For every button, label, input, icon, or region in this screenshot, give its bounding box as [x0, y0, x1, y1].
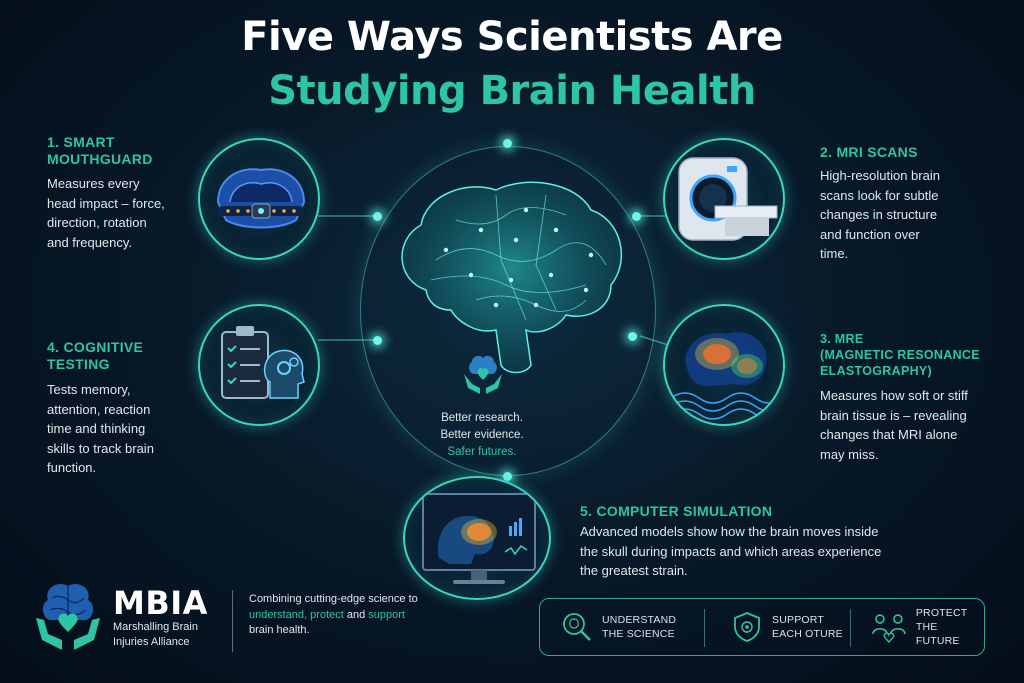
center-line-3: Safer futures. — [447, 446, 517, 458]
pillar-protect-line-1: PROTECT — [915, 607, 968, 619]
orbit-node — [503, 139, 512, 148]
simulation-description: Advanced models show how the brain moves… — [580, 524, 882, 578]
cognitive-description: Tests memory, attention, reaction time a… — [47, 382, 154, 475]
simulation-heading: 5. COMPUTER SIMULATION — [580, 503, 773, 519]
center-line-1: Better research. — [441, 412, 523, 424]
mouthguard-heading: 1. SMART MOUTHGUARD — [47, 134, 153, 167]
logo-name: MBIA — [113, 584, 208, 622]
tagline-understand: understand, — [249, 608, 308, 621]
page-title: Five Ways Scientists Are — [241, 14, 783, 60]
logo-subtitle: Marshalling Brain Injuries Alliance — [113, 620, 198, 650]
brain-magnifier-icon — [563, 613, 591, 641]
people-heart-icon — [872, 614, 906, 643]
shield-gear-icon — [734, 612, 760, 642]
orbit-node — [503, 472, 512, 481]
central-brain-icon — [401, 181, 623, 374]
mre-heading: 3. MRE (MAGNETIC RESONANCE ELASTOGRAPHY) — [820, 332, 980, 378]
orbit-node — [373, 336, 382, 345]
brain-hands-icon — [464, 355, 502, 394]
tagline-text: Combining cutting-edge science to — [249, 593, 418, 605]
mouthguard-image — [198, 138, 320, 260]
orbit-node — [373, 212, 382, 221]
tagline-and: and — [343, 608, 369, 621]
computer-simulation-image — [403, 476, 551, 600]
pillar-protect-line-2: THE FUTURE — [915, 621, 960, 647]
pillar-divider — [704, 609, 705, 647]
mri-scanner-image — [663, 138, 785, 260]
pillar-understand: UNDERSTAND THE SCIENCE — [560, 599, 676, 655]
mri-description: High-resolution brain scans look for sub… — [820, 168, 940, 261]
mbia-logo-icon — [36, 583, 100, 650]
pillar-understand-line-2: THE SCIENCE — [602, 628, 675, 640]
footer-tagline: Combining cutting-edge science to unders… — [249, 592, 419, 639]
mre-scan-image — [663, 304, 785, 426]
page-title-highlight: Studying Brain Health — [268, 68, 756, 114]
cognitive-heading: 4. COGNITIVE TESTING — [47, 339, 144, 372]
mouthguard-icon — [216, 168, 306, 229]
clipboard-head-icon — [221, 326, 305, 399]
mre-brain-icon — [670, 332, 783, 420]
logo-subtitle-line-1: Marshalling Brain — [113, 621, 198, 633]
orbit-node — [628, 332, 637, 341]
pillar-divider — [850, 609, 851, 647]
center-tagline: Better research. Better evidence. Safer … — [432, 410, 532, 461]
monitor-brain-icon — [422, 493, 536, 584]
mri-scanner-icon — [678, 157, 778, 241]
logo-divider — [232, 590, 233, 652]
tagline-protect: protect — [310, 608, 344, 621]
pillar-support-line-1: SUPPORT — [772, 614, 824, 626]
cognitive-testing-image — [198, 304, 320, 426]
pillar-support: SUPPORT EACH OTURE — [730, 599, 843, 655]
pillar-understand-line-1: UNDERSTAND — [602, 614, 677, 626]
tagline-end: brain health. — [249, 624, 310, 636]
mre-description: Measures how soft or stiff brain tissue … — [820, 388, 968, 462]
orbit-node — [632, 212, 641, 221]
mri-heading: 2. MRI SCANS — [820, 144, 918, 160]
logo-subtitle-line-2: Injuries Alliance — [113, 636, 190, 648]
pillar-support-line-2: EACH OTURE — [772, 628, 843, 640]
pillar-protect: PROTECT THE FUTURE — [870, 599, 984, 655]
mouthguard-description: Measures every head impact – force, dire… — [47, 176, 165, 250]
center-line-2: Better evidence. — [440, 429, 524, 441]
tagline-support: support — [368, 608, 405, 621]
